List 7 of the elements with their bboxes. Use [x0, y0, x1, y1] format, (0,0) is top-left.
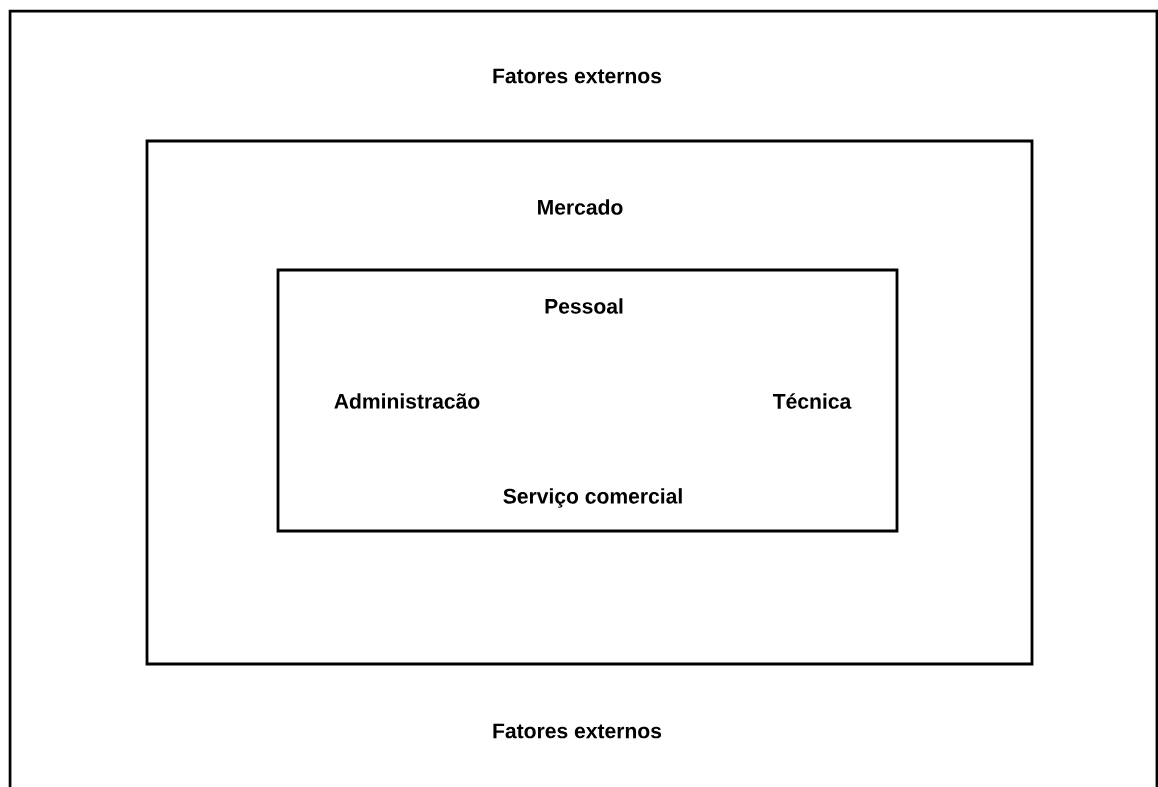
- box-label: Serviço comercial: [503, 488, 682, 508]
- box-label: Mercado: [538, 199, 623, 215]
- box-label: Pessoal: [545, 298, 623, 314]
- box-label: Técnica: [773, 393, 852, 409]
- box-label: Fatores externos: [493, 68, 662, 84]
- box-label: Fatores externos: [493, 723, 662, 739]
- box-label: Administracão: [334, 393, 480, 409]
